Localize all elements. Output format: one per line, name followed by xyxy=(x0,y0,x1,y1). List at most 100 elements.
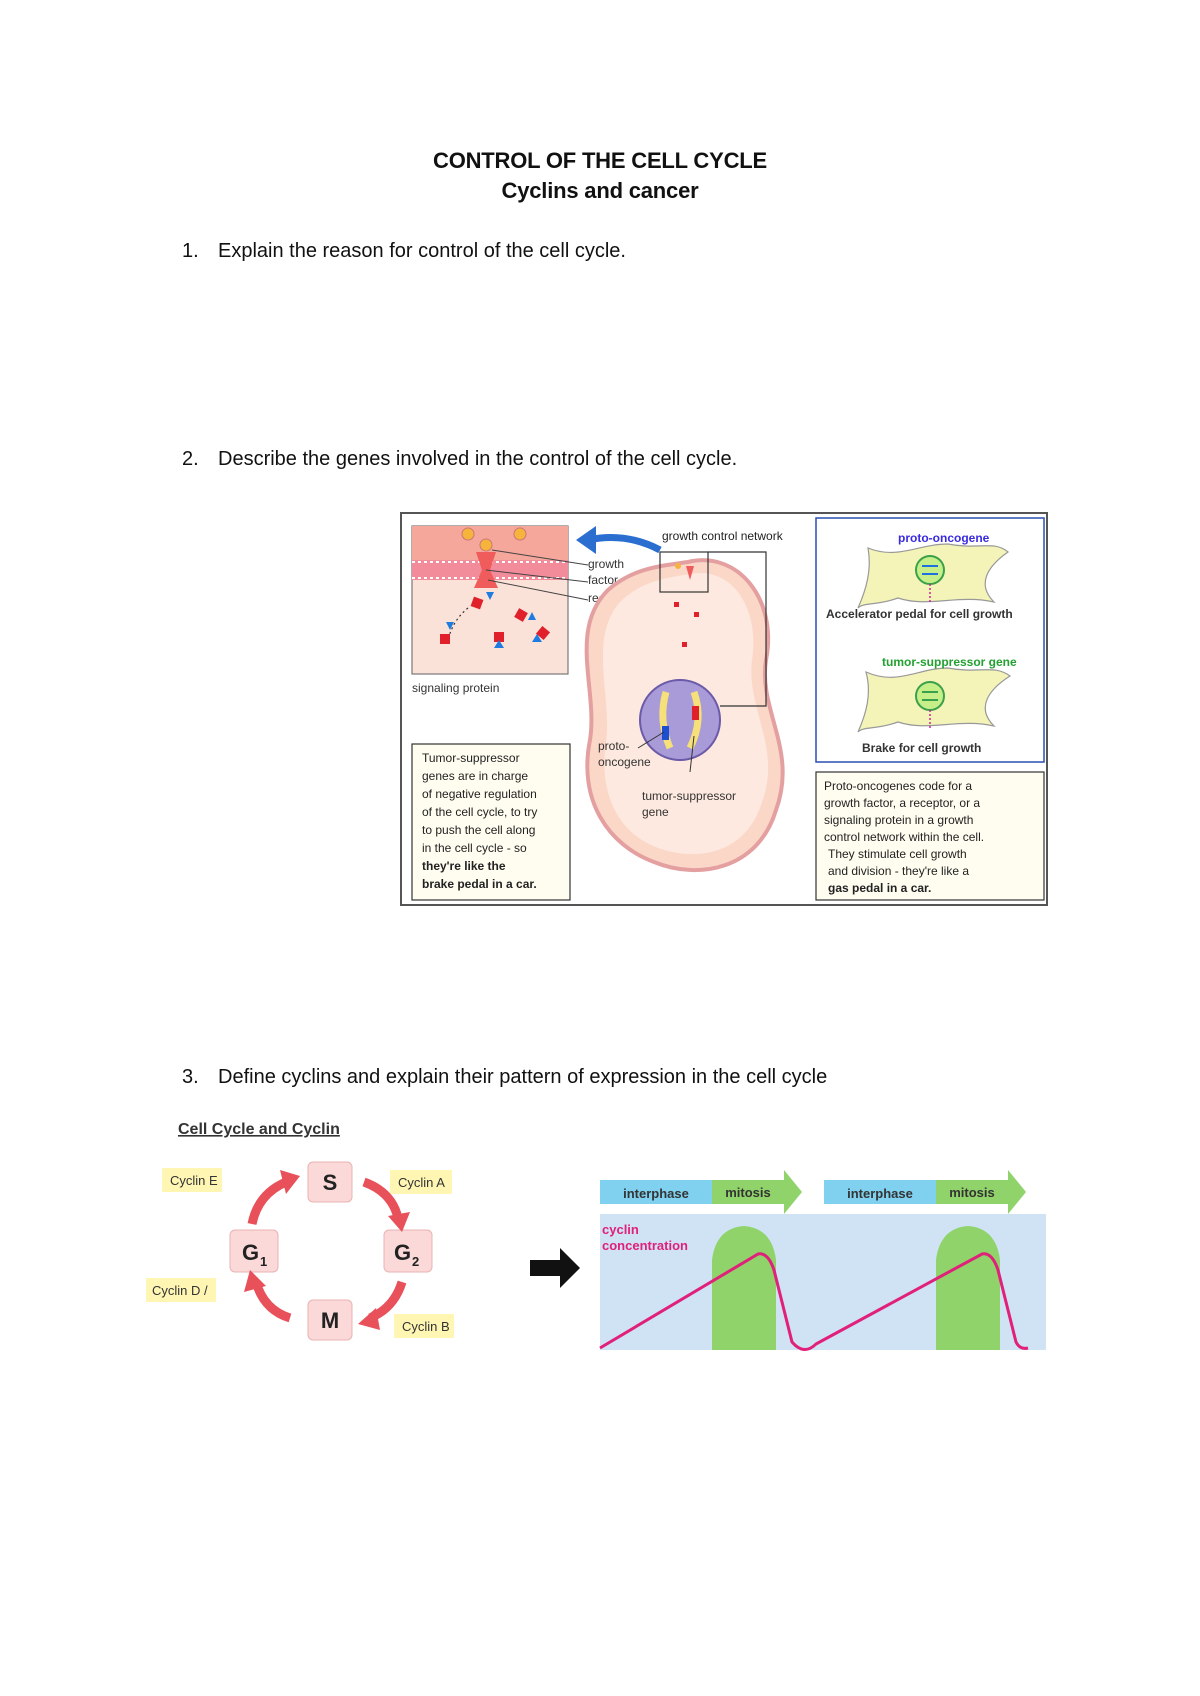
question-number: 3. xyxy=(182,1066,199,1088)
membrane-inset xyxy=(411,525,589,675)
accelerator-label: Accelerator pedal for cell growth xyxy=(826,607,1013,621)
textbox-line: signaling protein in a growth xyxy=(824,813,973,827)
leader-line xyxy=(487,579,589,601)
cyclin-figure: Cell Cycle and Cyclin Cyclin E Cyclin A … xyxy=(146,1121,1046,1351)
textbox-line: growth factor, a receptor, or a xyxy=(824,796,980,810)
signaling-protein-shape xyxy=(532,634,542,642)
mitosis-segment xyxy=(712,1170,802,1214)
growth-factor-dot xyxy=(461,527,475,541)
leader-line xyxy=(689,735,695,773)
cyclin-concentration-curve xyxy=(599,1252,1029,1351)
question-text: Describe the genes involved in the contr… xyxy=(218,448,738,470)
tumor-suppressor-marker xyxy=(662,726,669,740)
document-subtitle: Cyclins and cancer xyxy=(501,178,699,203)
brake-icon xyxy=(915,681,945,711)
phase-s-box xyxy=(307,1161,353,1203)
signaling-protein-shape xyxy=(528,612,536,620)
growth-factor-dot xyxy=(479,538,493,552)
textbox-line: control network within the cell. xyxy=(824,830,984,844)
cyclin-d-tag xyxy=(146,1278,216,1302)
tumor-suppressor-text: Tumor-suppressor genes are in charge of … xyxy=(422,751,537,891)
arrowhead xyxy=(244,1270,266,1292)
tumor-suppressor-gene-tag: tumor-suppressor gene xyxy=(882,655,1017,669)
arrowhead xyxy=(280,1170,300,1194)
textbox-line: They stimulate cell growth xyxy=(828,847,967,861)
signaling-protein-shape xyxy=(674,602,679,607)
proto-oncogene-tag: proto-oncogene xyxy=(898,531,990,545)
phase-g1-subscript: 1 xyxy=(260,1254,267,1269)
signaling-protein-label: signaling protein xyxy=(412,681,499,695)
signaling-protein-shape xyxy=(682,642,687,647)
proto-oncogene-textbox xyxy=(815,771,1045,901)
leader-line xyxy=(491,549,589,566)
chromosome xyxy=(659,691,674,750)
cyclin-figure-heading: Cell Cycle and Cyclin xyxy=(178,1121,340,1138)
cyclin-b-label: Cyclin B xyxy=(402,1319,450,1334)
title-block: CONTROL OF THE CELL CYCLE Cyclins and ca… xyxy=(0,146,1200,206)
question-text: Define cyclins and explain their pattern… xyxy=(218,1066,828,1088)
textbox-line: they're like the xyxy=(422,859,506,873)
network-to-nucleus-line xyxy=(708,551,767,707)
cyclin-curve-label: cyclin xyxy=(602,1222,639,1237)
cycle-arrowheads xyxy=(244,1170,410,1330)
textbox-line: to push the cell along xyxy=(422,823,535,837)
factor-label: factor xyxy=(588,573,618,587)
phase-g2-box xyxy=(383,1229,433,1273)
interphase-segment xyxy=(600,1180,712,1204)
textbox-line: gas pedal in a car. xyxy=(828,881,931,895)
phase-bar: interphase mitosis interphase mitosis xyxy=(600,1170,1026,1214)
network-zoom-box xyxy=(659,551,709,593)
growth-label: growth xyxy=(588,557,624,571)
arrowhead xyxy=(388,1212,410,1232)
proto-oncogene-text: Proto-oncogenes code for a growth factor… xyxy=(824,779,984,895)
signaling-protein-shape xyxy=(486,592,494,600)
signaling-protein-shape xyxy=(535,625,551,641)
question-number: 2. xyxy=(182,448,199,470)
arrow-g1-to-s xyxy=(247,1177,288,1226)
textbox-line: genes are in charge xyxy=(422,769,528,783)
growth-factor-dot xyxy=(513,527,527,541)
signaling-protein-shape xyxy=(446,622,454,630)
textbox-line: of the cell cycle, to try xyxy=(422,805,537,819)
oncogene-label: oncogene xyxy=(598,755,651,769)
tumor-suppressor-label: tumor-suppressor xyxy=(642,789,736,803)
tumor-suppressor-textbox xyxy=(411,743,571,901)
textbox-line: Tumor-suppressor xyxy=(422,751,520,765)
question-number: 1. xyxy=(182,240,199,262)
zoom-arrow-head xyxy=(576,526,596,554)
document-title: CONTROL OF THE CELL CYCLE xyxy=(433,148,767,173)
signaling-protein-shape xyxy=(694,612,699,617)
gene-label: gene xyxy=(642,805,669,819)
question-3: 3. Define cyclins and explain their patte… xyxy=(182,1064,827,1090)
interphase-segment xyxy=(824,1180,936,1204)
phase-g1-label: G xyxy=(242,1240,259,1265)
interphase-label: interphase xyxy=(847,1186,913,1201)
signaling-protein-shape xyxy=(514,608,528,622)
cyclin-b-tag xyxy=(394,1314,454,1338)
phase-m-label: M xyxy=(321,1308,339,1333)
question-2: 2. Describe the genes involved in the con… xyxy=(182,446,737,472)
receptor-shape xyxy=(686,566,694,580)
cyclin-a-tag xyxy=(390,1170,452,1194)
question-text: Explain the reason for control of the ce… xyxy=(218,240,626,262)
mitosis-label: mitosis xyxy=(949,1185,995,1200)
textbox-line: brake pedal in a car. xyxy=(422,877,537,891)
signaling-protein-shape xyxy=(440,634,450,644)
mitosis-segment xyxy=(936,1170,1026,1214)
phase-g2-label: G xyxy=(394,1240,411,1265)
growth-control-network-label: growth control network xyxy=(662,529,784,543)
mitosis-peak xyxy=(712,1226,776,1350)
genes-figure: signaling protein growth factor receptor… xyxy=(400,512,1048,906)
mitosis-label: mitosis xyxy=(725,1185,771,1200)
textbox-line: Proto-oncogenes code for a xyxy=(824,779,972,793)
phase-s-label: S xyxy=(323,1170,338,1195)
arrow-m-to-g1 xyxy=(251,1280,292,1323)
proto-oncogene-marker xyxy=(692,706,699,720)
signaling-protein-shape xyxy=(494,640,504,648)
textbox-line: and division - they're like a xyxy=(828,864,969,878)
accelerator-icon xyxy=(915,555,945,585)
mitosis-peak xyxy=(936,1226,1000,1350)
proto-label: proto- xyxy=(598,739,629,753)
phase-m-box xyxy=(307,1299,353,1341)
cyclin-e-tag xyxy=(162,1168,222,1192)
